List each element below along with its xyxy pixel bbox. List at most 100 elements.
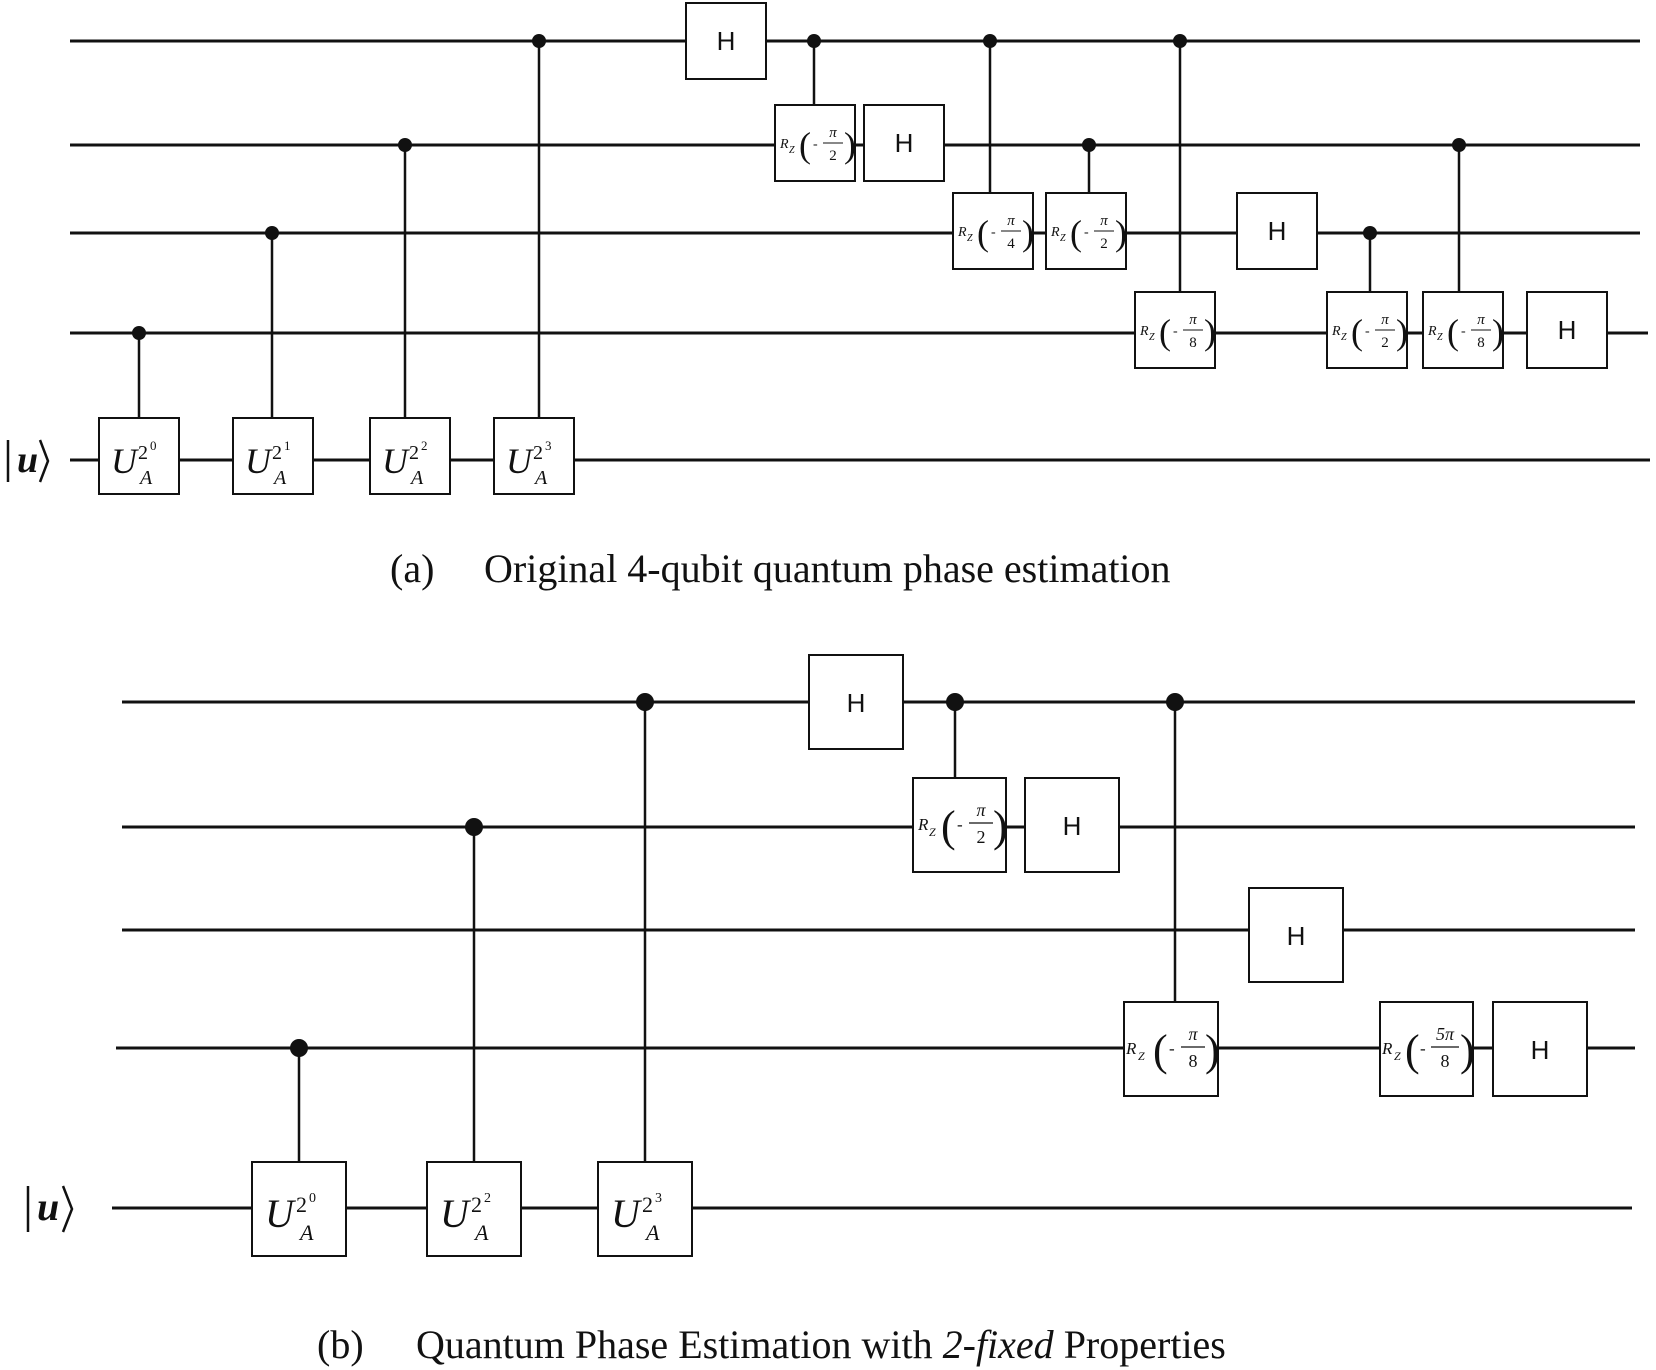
a-ket-u: u (6, 439, 50, 483)
rz-numerator: π (1100, 213, 1108, 229)
panel-b-caption: Quantum Phase Estimation with 2-fixed Pr… (416, 1322, 1226, 1367)
rz-subscript: Z (1138, 1049, 1145, 1063)
u-gate-power: 2 (138, 442, 148, 464)
svg-text:): ) (1115, 213, 1127, 253)
u-gate-base: U (611, 1191, 643, 1236)
rz-denominator: 8 (1189, 335, 1197, 351)
u-gate-base: U (440, 1191, 472, 1236)
control-dot (398, 138, 412, 152)
rz-denominator: 2 (1100, 236, 1108, 252)
u-gate-base: U (382, 441, 410, 481)
panel-a-caption-label: (a) (390, 546, 434, 591)
control-dot (983, 34, 997, 48)
svg-text:): ) (844, 125, 856, 165)
a-ket-symbol: u (17, 439, 38, 481)
rz-denominator: 8 (1441, 1051, 1450, 1071)
rz-minus: - (1169, 1039, 1175, 1058)
rz-symbol: R (1139, 324, 1149, 339)
rz-subscript: Z (1060, 233, 1066, 244)
u-gate-power: 2 (409, 442, 419, 464)
u-gate-exponent: 2 (421, 438, 428, 453)
rz-numerator: π (976, 800, 986, 820)
a-controlled-rz-2: R Z ( - π 4 ) (952, 34, 1034, 270)
control-dot (290, 1039, 308, 1057)
svg-text:(: ( (1447, 312, 1459, 352)
panel-a-circuit: u U 2 0 A U 2 1 A U 2 2 (6, 2, 1650, 591)
caption-b-italic: 2-fixed (943, 1322, 1055, 1367)
rz-minus: - (1173, 324, 1178, 339)
rz-numerator: π (1477, 312, 1485, 328)
svg-text:(: ( (977, 213, 989, 253)
u-gate-base: U (245, 441, 273, 481)
rz-symbol: R (779, 137, 789, 152)
b-controlled-rz-2: R Z ( - π 8 ) (1123, 693, 1220, 1097)
a-controlled-u-3: U 2 2 A (369, 138, 451, 495)
rz-subscript: Z (1149, 332, 1155, 343)
rz-minus: - (991, 225, 996, 240)
control-dot (807, 34, 821, 48)
u-gate-power: 2 (272, 442, 282, 464)
u-gate-subscript: A (644, 1220, 660, 1245)
control-dot (265, 226, 279, 240)
u-gate-exponent: 3 (545, 438, 552, 453)
rz-minus: - (1420, 1039, 1426, 1058)
a-controlled-rz-1: R Z ( - π 2 ) (774, 34, 856, 182)
u-gate-exponent: 1 (284, 438, 291, 453)
svg-text:(: ( (1405, 1026, 1420, 1075)
rz-numerator: π (1381, 312, 1389, 328)
rz-denominator: 8 (1189, 1051, 1198, 1071)
control-dot (465, 818, 483, 836)
h-gate-label: H (895, 128, 914, 158)
svg-text:): ) (1022, 213, 1034, 253)
u-gate-power: 2 (471, 1192, 482, 1217)
u-gate-exponent: 0 (309, 1191, 316, 1206)
a-controlled-rz-5: R Z ( - π 2 ) (1326, 226, 1408, 369)
rz-denominator: 2 (829, 148, 837, 164)
control-dot (1173, 34, 1187, 48)
b-rz-gate-3: R Z ( - 5π 8 ) (1379, 1001, 1475, 1097)
svg-text:(: ( (941, 802, 956, 851)
b-ket-symbol: u (37, 1184, 59, 1229)
control-dot (1166, 693, 1184, 711)
u-gate-subscript: A (298, 1220, 314, 1245)
h-gate-label: H (1558, 315, 1577, 345)
u-gate-subscript: A (533, 467, 548, 489)
svg-text:(: ( (1351, 312, 1363, 352)
u-gate-base: U (111, 441, 139, 481)
rz-subscript: Z (1437, 332, 1443, 343)
control-dot (1082, 138, 1096, 152)
u-gate-power: 2 (533, 442, 543, 464)
rz-symbol: R (957, 225, 967, 240)
rz-minus: - (1365, 324, 1370, 339)
control-dot (1452, 138, 1466, 152)
h-gate-label: H (1268, 216, 1287, 246)
a-h-gate-1: H (685, 2, 767, 80)
svg-text:(: ( (1070, 213, 1082, 253)
svg-text:): ) (1396, 312, 1408, 352)
rz-subscript: Z (789, 145, 795, 156)
h-gate-label: H (717, 26, 736, 56)
rz-minus: - (1084, 225, 1089, 240)
svg-text:(: ( (1153, 1026, 1168, 1075)
rz-minus: - (1461, 324, 1466, 339)
rz-numerator: 5π (1436, 1024, 1455, 1044)
u-gate-base: U (265, 1191, 297, 1236)
a-controlled-rz-3: R Z ( - π 2 ) (1045, 138, 1127, 270)
h-gate-label: H (847, 688, 866, 718)
rz-subscript: Z (1341, 332, 1347, 343)
a-controlled-rz-6: R Z ( - π 8 ) (1422, 138, 1504, 369)
u-gate-subscript: A (272, 467, 287, 489)
a-controlled-rz-4: R Z ( - π 8 ) (1134, 34, 1216, 369)
rz-minus: - (813, 137, 818, 152)
u-gate-subscript: A (473, 1220, 489, 1245)
rz-denominator: 2 (977, 827, 986, 847)
rz-symbol: R (1125, 1039, 1137, 1058)
h-gate-label: H (1063, 811, 1082, 841)
a-h-gate-3: H (1236, 192, 1318, 270)
control-dot (636, 693, 654, 711)
a-controlled-u-4: U 2 3 A (493, 34, 575, 495)
control-dot (532, 34, 546, 48)
b-h-gate-2: H (1024, 777, 1120, 873)
control-dot (132, 326, 146, 340)
